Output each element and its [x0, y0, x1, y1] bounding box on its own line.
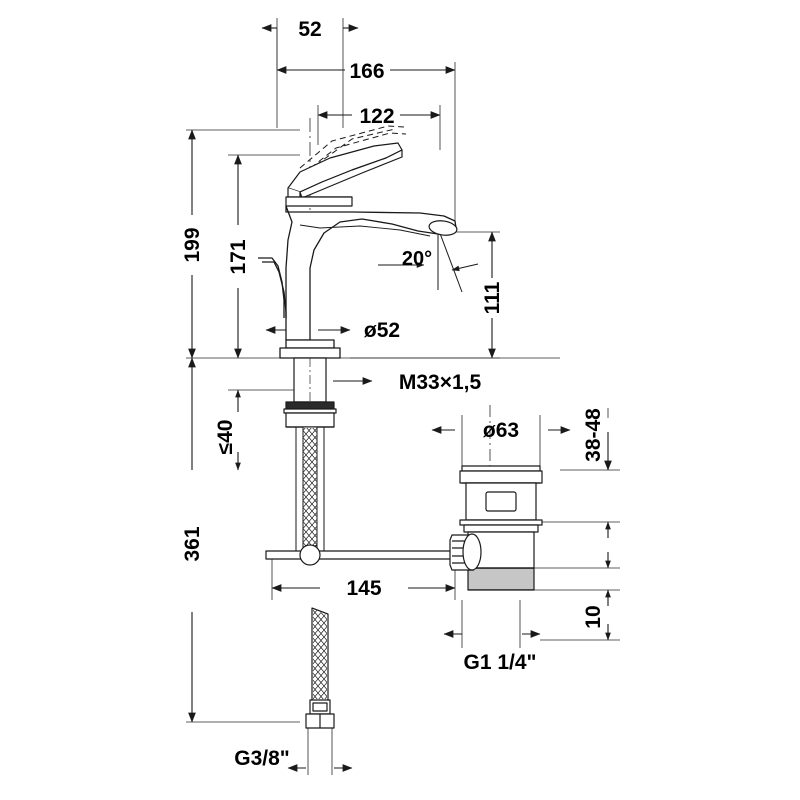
- pop-up-waste-body: [465, 482, 537, 521]
- handle-collar: [285, 196, 353, 207]
- dim-label-g38: G3/8": [234, 747, 289, 770]
- dim-label-10: 10: [582, 605, 605, 628]
- pop-up-lift-rod: [258, 257, 287, 318]
- dim-m33: [330, 357, 560, 385]
- dim-label-m33: M33×1,5: [399, 371, 482, 394]
- dim-label-20deg: 20°: [402, 248, 432, 270]
- dim-label-g114: G1 1/4": [464, 651, 537, 674]
- dim-label-122: 122: [359, 105, 394, 128]
- dim-label-199: 199: [181, 227, 204, 262]
- dim-label-max40: ≤40: [214, 420, 237, 455]
- hose-fitting-g38: [305, 699, 335, 729]
- aerator-outlet: [428, 220, 458, 236]
- pivot-ball-linkage: [265, 544, 457, 566]
- mounting-nut: [283, 401, 337, 428]
- dim-label-dia52: ø52: [364, 319, 400, 342]
- dim-label-111: 111: [481, 281, 504, 314]
- dim-label-145: 145: [346, 577, 381, 600]
- dim-20deg: [378, 227, 479, 293]
- dim-label-52: 52: [298, 18, 321, 41]
- pop-up-waste-cap: [459, 465, 543, 484]
- dim-label-dia63: ø63: [483, 419, 519, 442]
- lever-handle: [287, 142, 403, 201]
- faucet-column: [285, 339, 335, 349]
- dim-label-3848: 38-48: [582, 408, 605, 462]
- dim-label-171: 171: [227, 239, 250, 274]
- spout-body: [285, 205, 457, 341]
- dim-166: [276, 28, 456, 74]
- waste-lock-nut: [449, 533, 482, 571]
- dim-label-361: 361: [181, 526, 204, 561]
- base-flange: [279, 347, 341, 359]
- dim-label-166: 166: [349, 60, 384, 83]
- lever-handle-raised-phantom: [299, 125, 407, 175]
